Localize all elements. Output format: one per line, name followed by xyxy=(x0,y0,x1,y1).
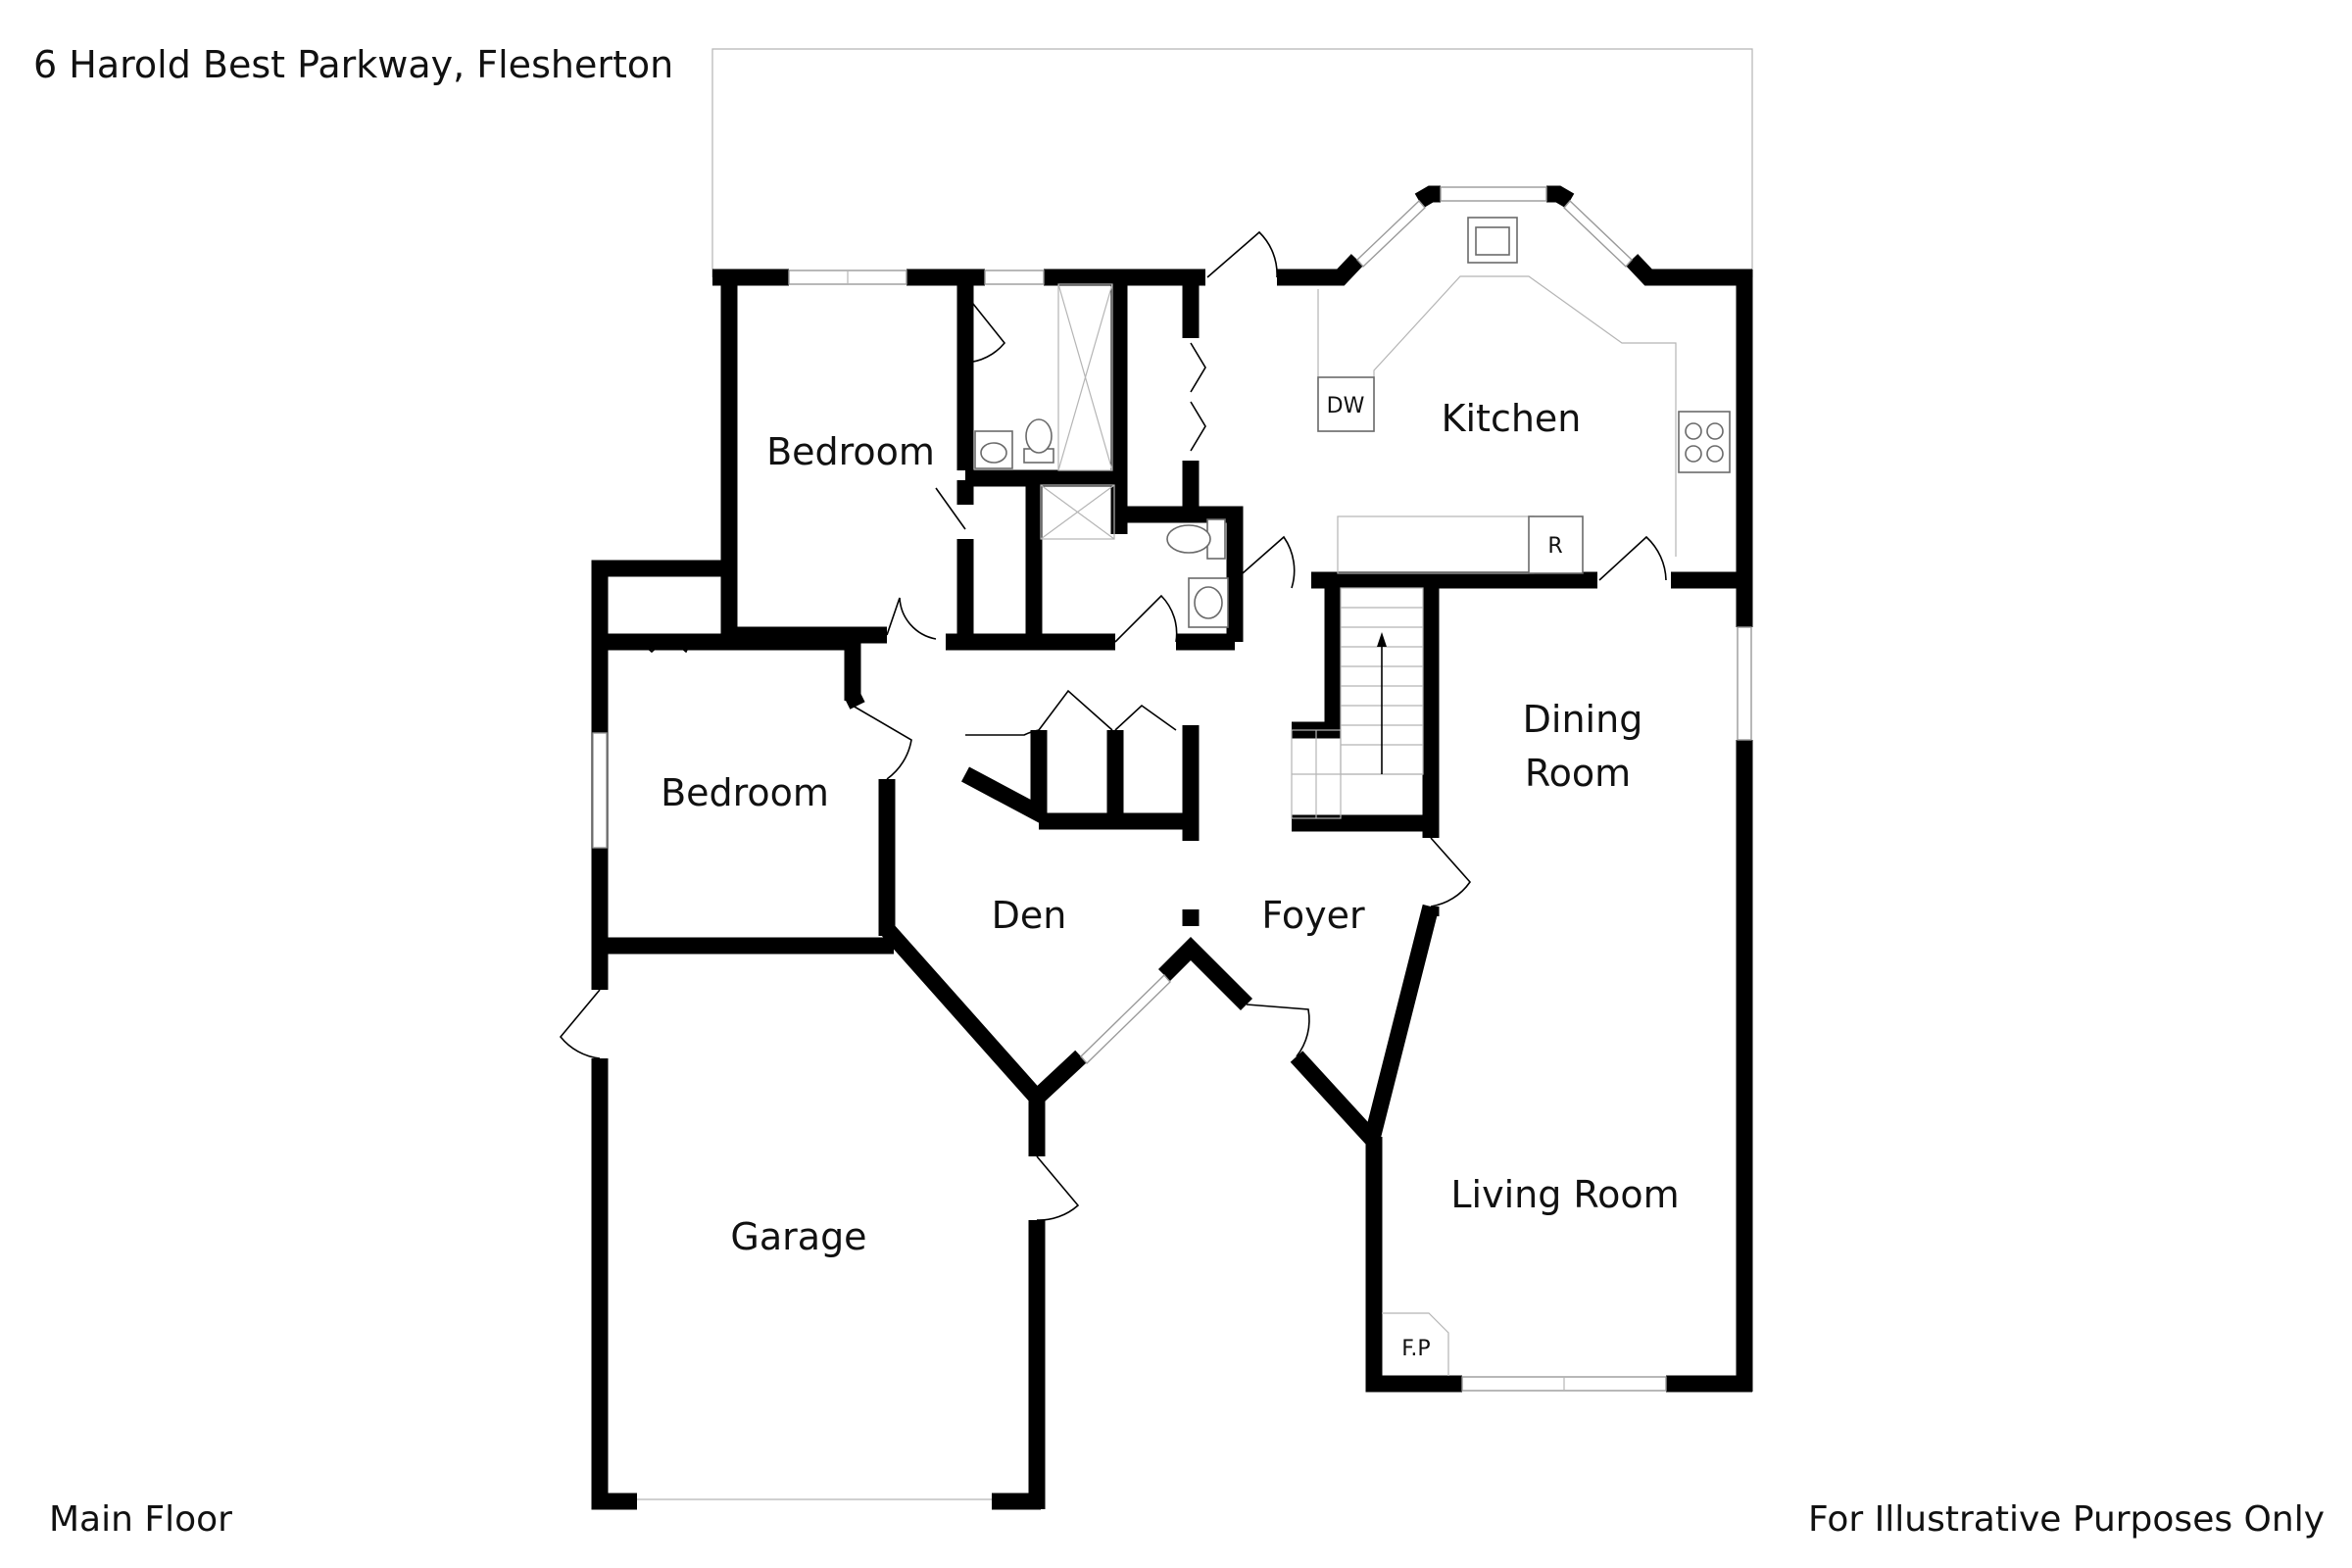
room-dining-line2: Room xyxy=(1525,752,1631,795)
sink-icon xyxy=(974,430,1013,469)
fireplace: F.P xyxy=(1382,1312,1449,1376)
room-bedroom-2: Bedroom xyxy=(661,771,829,814)
room-living-room: Living Room xyxy=(1450,1173,1679,1216)
kitchen-fixtures: DW R xyxy=(1317,217,1731,574)
windows xyxy=(592,186,1752,1500)
room-dining-line1: Dining xyxy=(1523,698,1643,741)
sink-icon xyxy=(1188,577,1229,628)
room-kitchen: Kitchen xyxy=(1442,397,1582,440)
floor-label: Main Floor xyxy=(49,1499,232,1540)
dishwasher xyxy=(1317,376,1375,432)
disclaimer: For Illustrative Purposes Only xyxy=(1807,1499,2325,1540)
dishwasher-label: DW xyxy=(1327,394,1365,418)
room-bedroom-1: Bedroom xyxy=(766,430,935,473)
stove-icon xyxy=(1678,411,1731,473)
doors xyxy=(559,230,1667,1221)
plan-address: 6 Harold Best Parkway, Flesherton xyxy=(33,43,674,86)
stairs xyxy=(1291,587,1424,819)
room-garage: Garage xyxy=(730,1215,866,1258)
stair-arrow-icon xyxy=(1377,632,1387,647)
refrigerator xyxy=(1528,515,1584,574)
refrigerator-label: R xyxy=(1547,534,1562,559)
toilet-icon xyxy=(1023,418,1054,464)
deck-outline xyxy=(711,48,1753,277)
room-foyer: Foyer xyxy=(1261,894,1365,937)
toilet-icon xyxy=(1166,518,1226,560)
room-den: Den xyxy=(992,894,1067,937)
fireplace-label: F.P xyxy=(1401,1337,1430,1361)
sink-icon xyxy=(1467,217,1518,264)
walls xyxy=(591,185,1753,1510)
room-labels: Bedroom Bedroom Kitchen Dining Room Den … xyxy=(661,397,1680,1258)
bath-fixtures xyxy=(974,283,1229,628)
